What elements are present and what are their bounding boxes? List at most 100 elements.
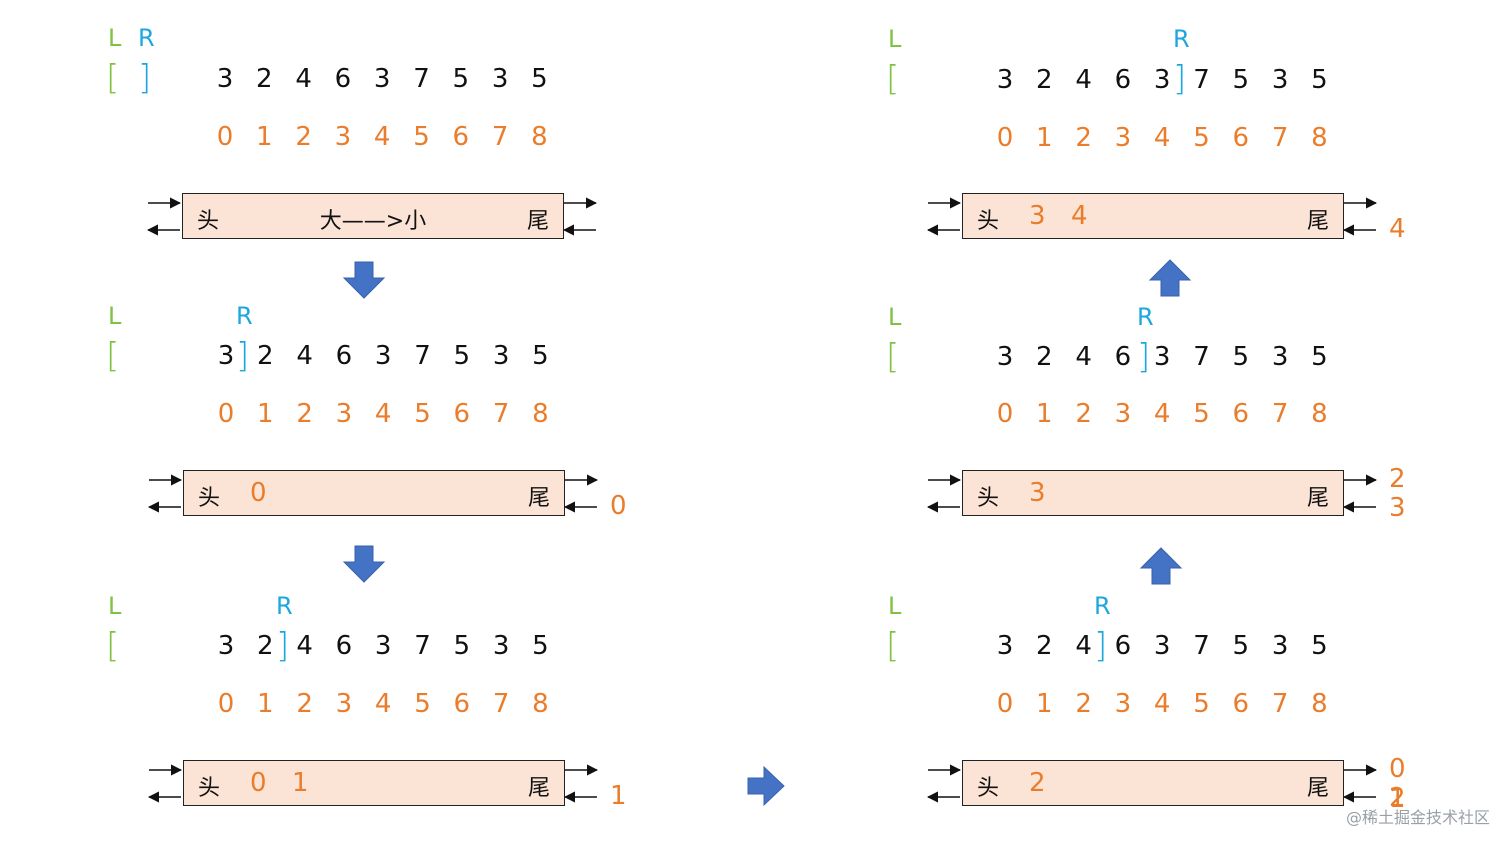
array-value: 7 [1193, 65, 1210, 95]
array-value: 6 [1114, 65, 1132, 95]
array-value: 3 [374, 631, 392, 661]
array-index: 1 [1036, 399, 1053, 429]
deque-box: 头 尾 2 [962, 760, 1344, 806]
window-close-bracket: ] [236, 336, 250, 376]
array-value: 6 [335, 341, 353, 371]
window-open-bracket: [ [886, 337, 900, 377]
array-index: 4 [374, 399, 392, 429]
pointer-l-label: L [888, 303, 902, 331]
tail-value: 0 1 [1389, 754, 1406, 814]
deque-item: 3 [1029, 478, 1046, 508]
array-value: 5 [531, 64, 548, 94]
array-index: 8 [532, 689, 549, 719]
array-index: 3 [335, 399, 353, 429]
pointer-r-label: R [1094, 592, 1111, 620]
deque-head-label: 头 [197, 209, 220, 234]
array-value: 2 [256, 64, 273, 94]
array-index: 0 [217, 399, 235, 429]
array-index: 2 [1075, 123, 1092, 153]
flow-arrow-right [747, 765, 785, 807]
array-value: 3 [373, 64, 391, 94]
array-value: 3 [492, 341, 510, 371]
pointer-r-label: R [138, 24, 155, 52]
array-index: 2 [296, 399, 313, 429]
array-value: 4 [296, 341, 313, 371]
window-open-bracket: [ [886, 59, 900, 99]
array-value: 6 [335, 631, 353, 661]
array-index: 5 [414, 689, 431, 719]
array-index: 1 [257, 399, 274, 429]
array-value: 7 [413, 64, 430, 94]
array-value: 5 [1311, 342, 1328, 372]
pointer-r-label: R [236, 302, 253, 330]
array-index: 2 [1075, 689, 1092, 719]
deque-head-label: 头 [198, 776, 221, 801]
deque-direction-label: 大——>小 [319, 209, 427, 234]
array-value: 2 [1036, 342, 1053, 372]
array-index: 2 [295, 122, 312, 152]
array-value: 7 [414, 631, 431, 661]
array-index: 5 [1193, 123, 1210, 153]
array-value: 6 [1114, 631, 1132, 661]
window-close-bracket: ] [276, 626, 290, 666]
array-value: 2 [257, 341, 274, 371]
deque-head-label: 头 [977, 776, 1000, 801]
array-value: 5 [1232, 631, 1250, 661]
deque-item: 1 [292, 768, 309, 798]
pointer-r-label: R [1137, 303, 1154, 331]
array-index: 7 [492, 689, 510, 719]
array-index: 0 [996, 399, 1014, 429]
array-index: 3 [335, 689, 353, 719]
array-index: 7 [492, 399, 510, 429]
array-index: 7 [491, 122, 509, 152]
array-index: 1 [1036, 689, 1053, 719]
array-value: 6 [334, 64, 352, 94]
array-index: 0 [217, 689, 235, 719]
pointer-l-label: L [888, 25, 902, 53]
array-value: 2 [1036, 631, 1053, 661]
array-index: 1 [1036, 123, 1053, 153]
array-value: 3 [374, 341, 392, 371]
deque-head-label: 头 [977, 209, 1000, 234]
array-value: 4 [295, 64, 312, 94]
array-index: 1 [257, 689, 274, 719]
array-value: 7 [414, 341, 431, 371]
deque-box: 头尾大——>小 [182, 193, 564, 239]
pointer-l-label: L [108, 302, 122, 330]
array-index: 0 [996, 689, 1014, 719]
array-value: 4 [1075, 65, 1092, 95]
window-close-bracket: ] [1094, 626, 1108, 666]
array-index: 4 [1153, 123, 1171, 153]
array-index: 8 [1311, 399, 1328, 429]
tail-value: 3 [1389, 493, 1406, 523]
flow-arrow-up [1139, 547, 1183, 585]
watermark: @稀土掘金技术社区 [1345, 808, 1490, 827]
array-index: 5 [413, 122, 430, 152]
array-value: 5 [532, 341, 549, 371]
flow-arrow-up [1148, 259, 1192, 297]
array-index: 6 [1232, 399, 1250, 429]
deque-tail-label: 尾 [1306, 486, 1329, 511]
array-index: 6 [453, 399, 471, 429]
deque-tail-label: 尾 [1306, 776, 1329, 801]
array-index: 2 [296, 689, 313, 719]
array-value: 5 [1311, 631, 1328, 661]
array-index: 4 [1153, 689, 1171, 719]
array-value: 3 [1153, 65, 1171, 95]
array-index: 3 [1114, 123, 1132, 153]
deque-item: 0 [250, 768, 267, 798]
deque-item: 2 [1029, 768, 1046, 798]
array-index: 0 [216, 122, 234, 152]
array-value: 3 [996, 631, 1014, 661]
array-index: 8 [1311, 123, 1328, 153]
array-index: 7 [1271, 123, 1289, 153]
pointer-l-label: L [888, 592, 902, 620]
deque-head-label: 头 [977, 486, 1000, 511]
pointer-l-label: L [108, 24, 122, 52]
array-value: 3 [996, 65, 1014, 95]
array-index: 3 [1114, 689, 1132, 719]
